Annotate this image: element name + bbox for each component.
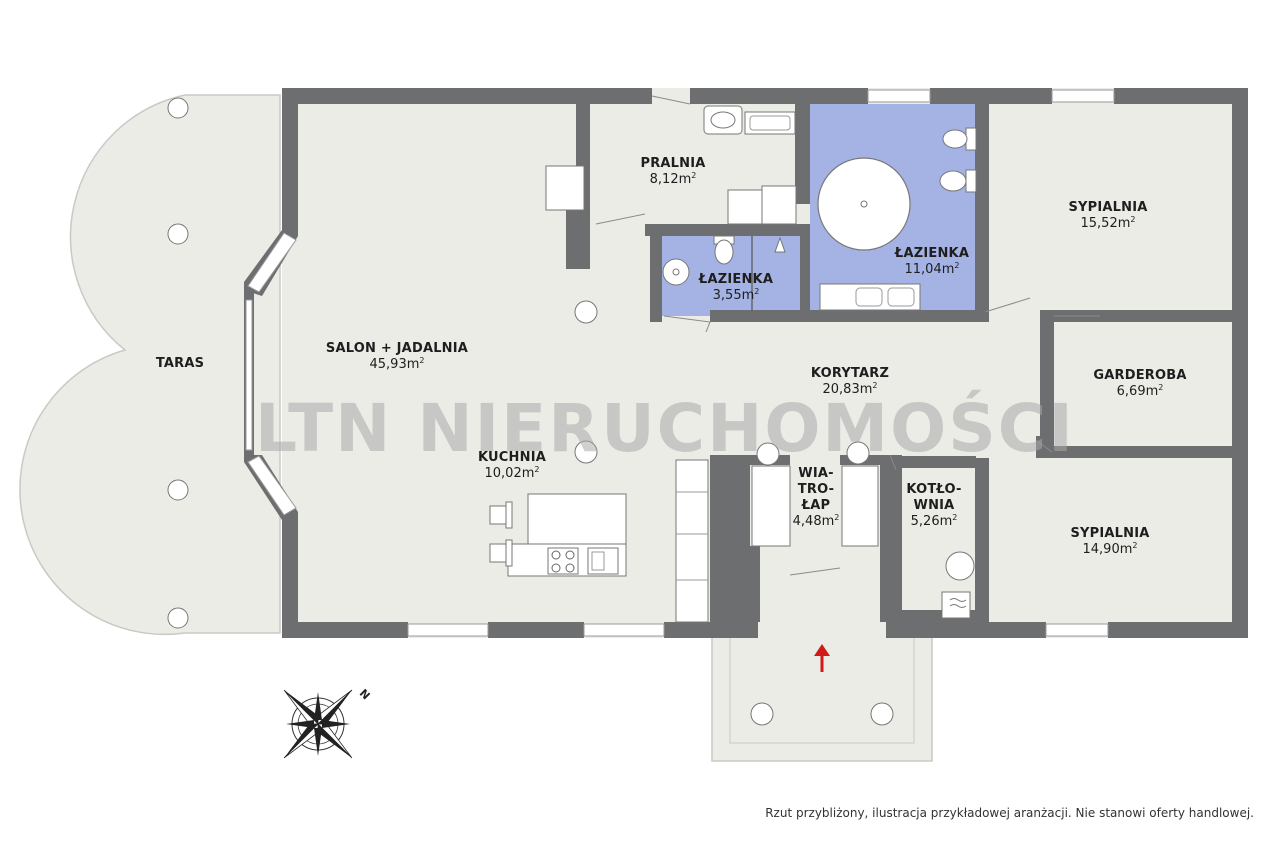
room-area: 3,55m: [712, 288, 755, 303]
room-area: 4,48m: [792, 514, 835, 529]
area-unit-exponent: 2: [534, 465, 540, 474]
room-label-sypialnia-top: SYPIALNIA 15,52m2: [1068, 200, 1147, 232]
bay-window: [244, 228, 298, 520]
area-unit-exponent: 2: [834, 513, 840, 522]
room-label-kuchnia: KUCHNIA 10,02m2: [478, 450, 546, 482]
room-name: ŁAZIENKA: [894, 246, 970, 261]
area-unit-exponent: 2: [954, 261, 960, 270]
room-area: 20,83m: [822, 382, 873, 397]
room-name: TARAS: [155, 356, 205, 371]
terrace-lamp: [167, 607, 189, 629]
room-label-lazienka-large: ŁAZIENKA 11,04m2: [895, 246, 969, 278]
room-area: 8,12m: [649, 172, 692, 187]
area-unit-exponent: 2: [691, 171, 697, 180]
area-unit-exponent: 2: [1158, 383, 1164, 392]
room-name: KORYTARZ: [810, 366, 890, 381]
room-name: PRALNIA: [640, 156, 706, 171]
area-unit-exponent: 2: [754, 287, 760, 296]
area-unit-exponent: 2: [952, 513, 958, 522]
area-unit-exponent: 2: [872, 381, 878, 390]
small-bathroom-fixtures: [662, 235, 786, 312]
doors: [595, 95, 1100, 576]
room-name: ŁAZIENKA: [698, 272, 774, 287]
kitchen-fixtures: [489, 459, 709, 623]
laundry-fixtures: [545, 105, 797, 225]
ceiling-lamps: [574, 300, 975, 581]
room-name: SYPIALNIA: [1070, 526, 1150, 541]
large-bathroom-fixtures: [817, 127, 977, 311]
terrace-lamp: [167, 97, 189, 119]
vestibule-wardrobes: [751, 465, 879, 547]
room-area: 10,02m: [484, 466, 535, 481]
terrace: [19, 94, 281, 636]
room-name: KUCHNIA: [478, 450, 546, 465]
room-name: KOTŁO- WNIA: [906, 482, 962, 513]
room-area: 15,52m: [1080, 216, 1131, 231]
room-label-salon: SALON + JADALNIA 45,93m2: [326, 341, 468, 373]
room-label-taras: TARAS: [156, 356, 204, 372]
watermark: LTN NIERUCHOMOŚCI: [255, 390, 1075, 467]
area-unit-exponent: 2: [1130, 215, 1136, 224]
terrace-lamp: [167, 223, 189, 245]
room-name: SYPIALNIA: [1068, 200, 1148, 215]
room-area: 14,90m: [1082, 542, 1133, 557]
porch-lamp: [750, 702, 774, 726]
compass-rose-icon: [283, 689, 353, 759]
disclaimer-text: Rzut przybliżony, ilustracja przykładowe…: [765, 806, 1254, 820]
room-label-kotlownia: KOTŁO- WNIA 5,26m2: [906, 482, 961, 530]
area-unit-exponent: 2: [419, 356, 425, 365]
room-area: 5,26m: [910, 514, 953, 529]
room-name: GARDEROBA: [1093, 368, 1187, 383]
room-label-lazienka-small: ŁAZIENKA 3,55m2: [699, 272, 773, 304]
room-area: 11,04m: [904, 262, 955, 277]
room-label-garderoba: GARDEROBA 6,69m2: [1093, 368, 1186, 400]
area-unit-exponent: 2: [1132, 541, 1138, 550]
room-label-sypialnia-bottom: SYPIALNIA 14,90m2: [1070, 526, 1149, 558]
room-label-pralnia: PRALNIA 8,12m2: [640, 156, 705, 188]
room-name: WIA- TRO- ŁAP: [797, 466, 835, 513]
boiler-fixtures: [941, 591, 971, 619]
windows: [407, 89, 1115, 637]
room-label-korytarz: KORYTARZ 20,83m2: [811, 366, 889, 398]
room-name: SALON + JADALNIA: [325, 341, 469, 356]
terrace-lamp: [167, 479, 189, 501]
entrance-arrow-icon: [814, 644, 830, 672]
room-area: 6,69m: [1116, 384, 1159, 399]
room-area: 45,93m: [369, 357, 420, 372]
porch-lamp: [870, 702, 894, 726]
room-label-wiatrolap: WIA- TRO- ŁAP 4,48m2: [793, 466, 840, 530]
walls: [282, 88, 1248, 638]
